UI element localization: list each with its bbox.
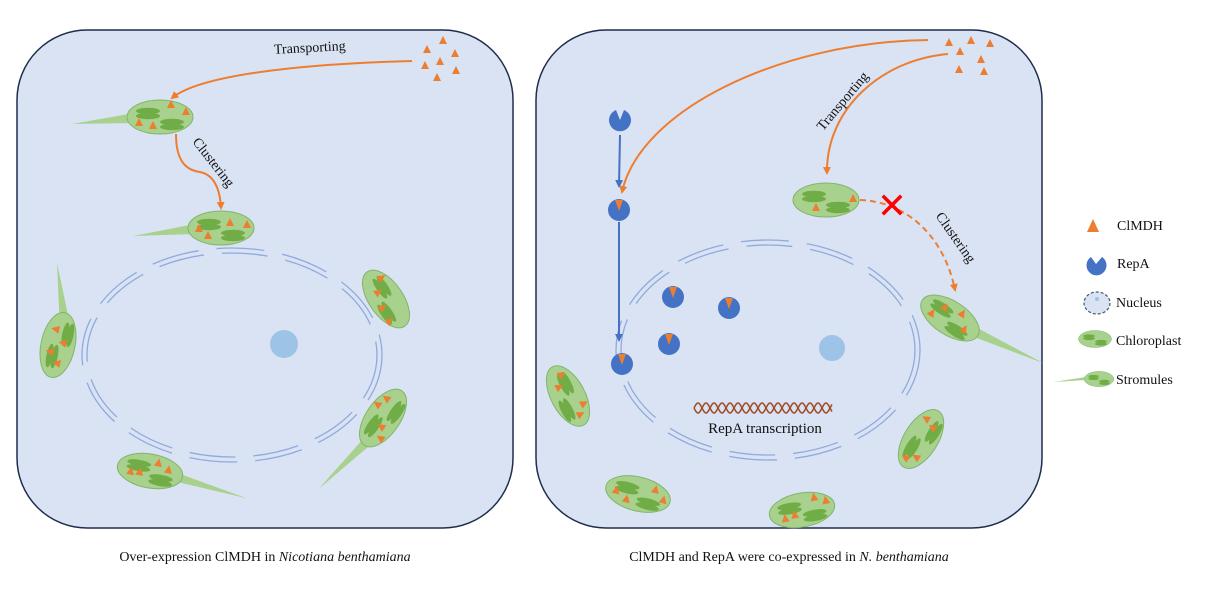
transport-arrow (170, 60, 413, 100)
stromule-icon (1053, 371, 1115, 387)
transport-arrow (822, 53, 949, 175)
transport-arrow-to-repa (619, 39, 929, 194)
nucleus-icon (1083, 291, 1111, 315)
block-x-icon (881, 194, 903, 216)
stromule-chloroplast (34, 263, 82, 382)
dna-helix (693, 402, 833, 414)
pacman-icon (1086, 257, 1107, 276)
legend-label: Stromules (1116, 373, 1173, 388)
left-cell: Transporting Clustering (16, 29, 514, 529)
legend-label: Chloroplast (1116, 334, 1181, 349)
stromule-chloroplast (318, 380, 417, 489)
legend-label: Nucleus (1116, 296, 1162, 311)
chloroplast-icon (1078, 330, 1112, 348)
transcription-label: RepA transcription (708, 421, 822, 437)
repa-clmdh-complex (608, 199, 630, 221)
nucleolus (819, 335, 845, 361)
repa-clmdh-complex (662, 286, 684, 308)
blocked-cluster-arrow (859, 199, 958, 292)
caption-text: Over-expression ClMDH in (119, 550, 279, 565)
dna-strand (693, 402, 833, 414)
repa-clmdh-complex (718, 297, 740, 319)
legend: ClMDH RepA Nucleus Chloroplast Stromules (1053, 219, 1181, 388)
stromule-chloroplast (133, 210, 255, 246)
nucleus-envelope (615, 239, 921, 461)
legend-label: ClMDH (1117, 219, 1163, 234)
triangle-icon (1087, 219, 1099, 232)
legend-item-chloroplast: Chloroplast (1078, 330, 1181, 349)
legend-item-clmdh: ClMDH (1087, 219, 1163, 234)
transporting-label: Transporting (274, 39, 347, 58)
cell-wall (16, 29, 514, 529)
legend-label: RepA (1117, 257, 1151, 272)
cluster-arrow (175, 133, 225, 210)
dna-strand (693, 402, 833, 414)
nucleus-envelope (81, 247, 383, 463)
stromule-chloroplast (912, 285, 1044, 364)
stromule-chloroplast (114, 448, 247, 499)
nucleolus (270, 330, 298, 358)
legend-item-stromules: Stromules (1053, 371, 1173, 388)
legend-item-nucleus: Nucleus (1083, 291, 1162, 315)
legend-item-repa: RepA (1086, 257, 1151, 276)
caption-species: N. benthamiana (859, 550, 949, 565)
right-cell: Transporting RepA transcription Clust (535, 29, 1044, 533)
repa-clmdh-complex (658, 333, 680, 355)
repa-arrow (615, 134, 624, 188)
caption-text: ClMDH and RepA were co-expressed in (629, 550, 860, 565)
caption-species: Nicotiana benthamiana (278, 550, 411, 565)
stromule-chloroplast (72, 99, 194, 135)
repa-clmdh-complex (611, 353, 633, 375)
left-caption: Over-expression ClMDH in Nicotiana benth… (0, 550, 530, 566)
right-caption: ClMDH and RepA were co-expressed in N. b… (536, 550, 1042, 566)
cell-wall (535, 29, 1043, 529)
